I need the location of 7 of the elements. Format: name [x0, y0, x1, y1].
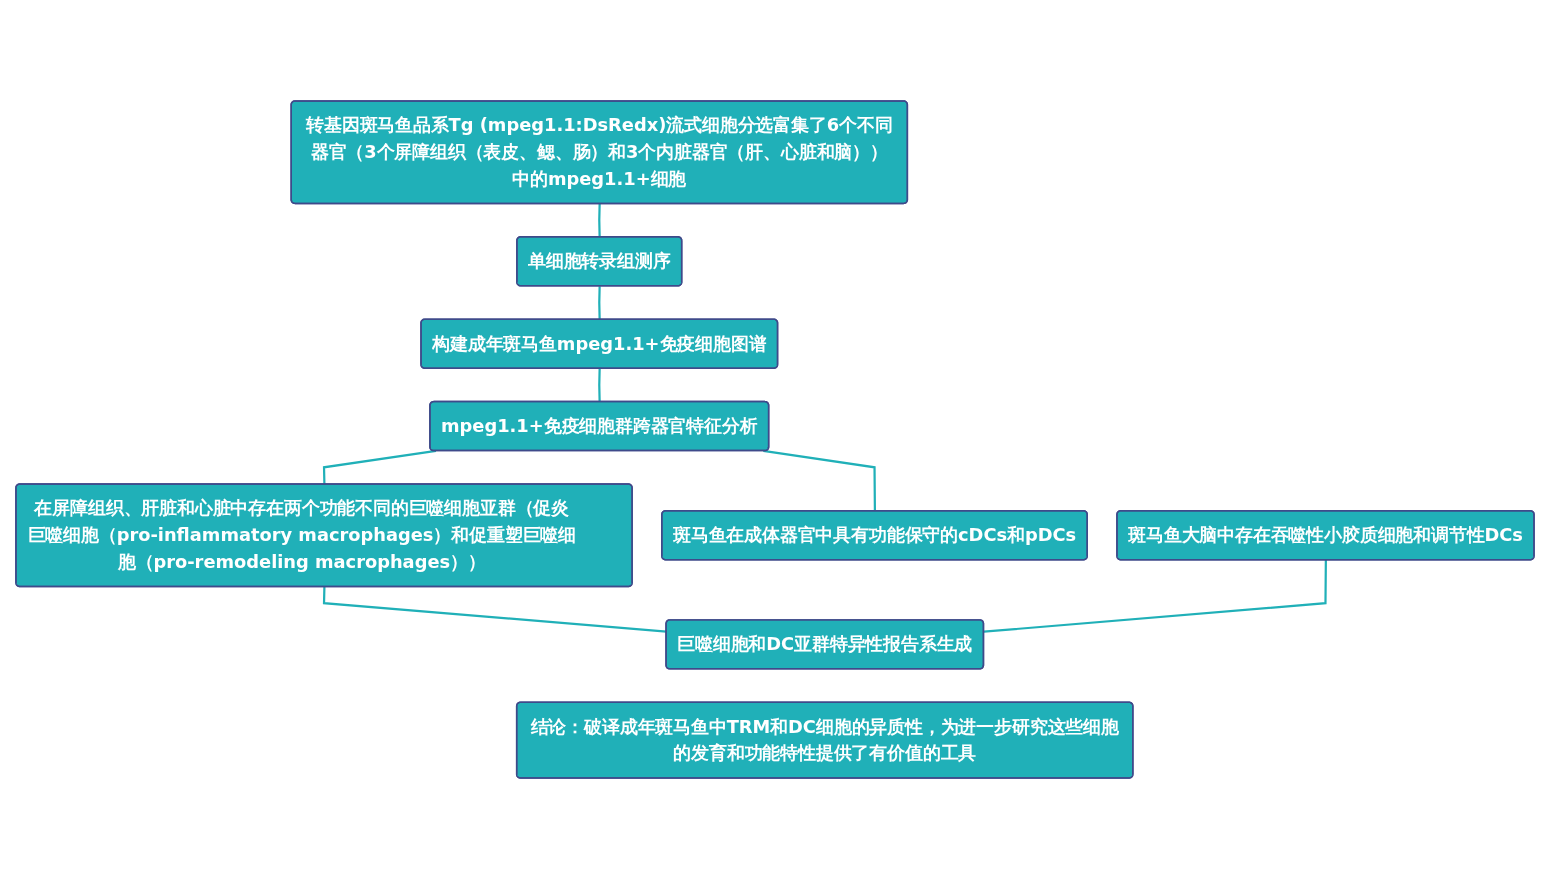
connector	[598, 368, 601, 402]
connector	[598, 203, 601, 237]
connector	[322, 586, 667, 633]
connector	[322, 449, 437, 484]
connector	[983, 559, 1327, 633]
connector	[598, 285, 601, 320]
connector	[763, 449, 877, 511]
